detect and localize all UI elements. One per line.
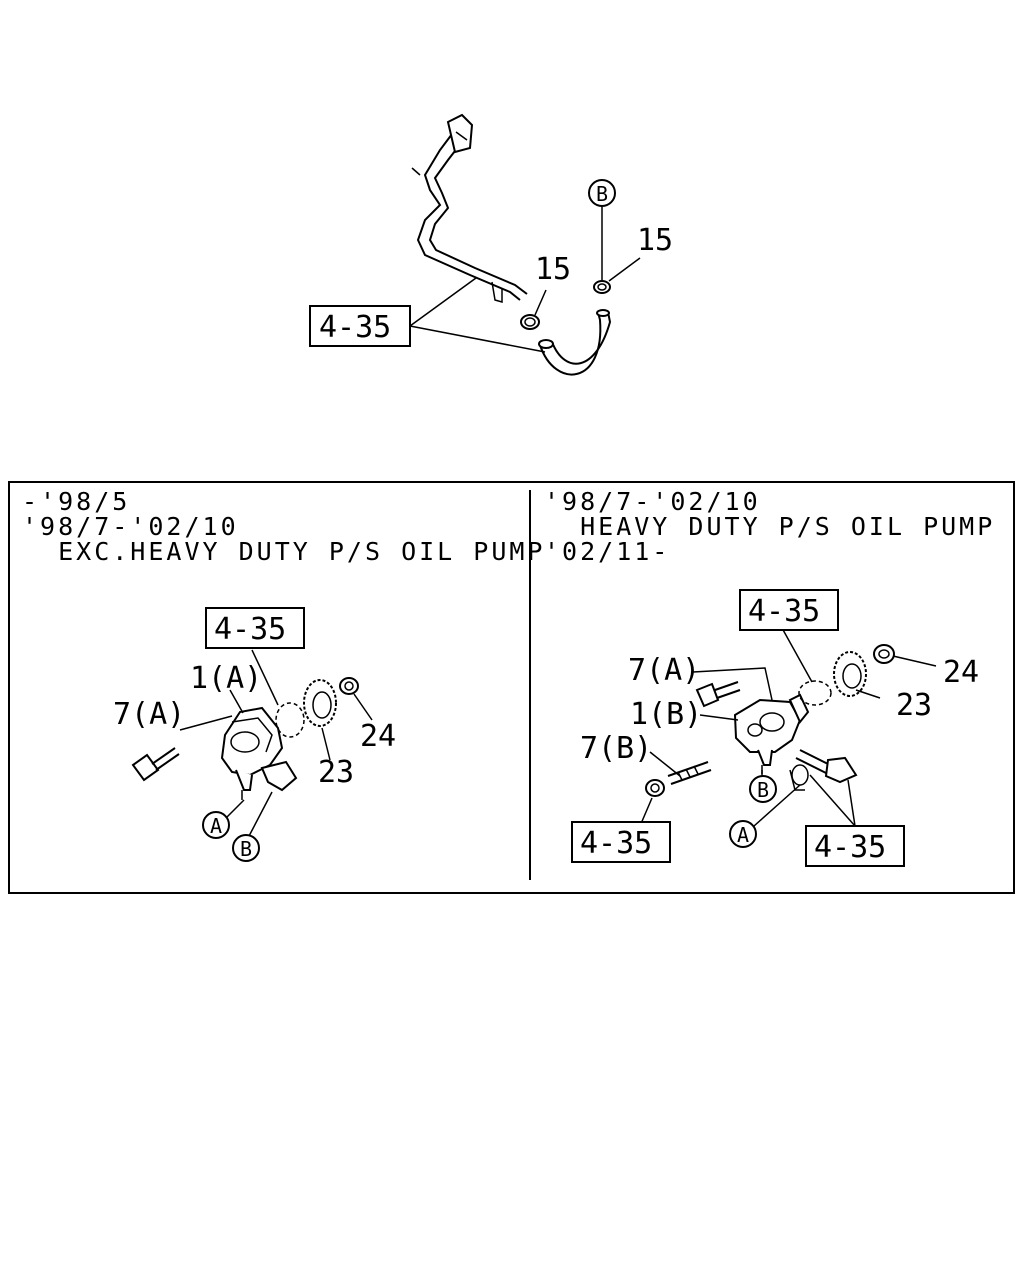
left-marker-b: B (232, 834, 260, 862)
left-ref-box[interactable]: 4-35 (205, 607, 305, 649)
left-label-1a: 1(A) (190, 661, 262, 696)
right-ref-top-text: 4-35 (748, 594, 820, 629)
right-caption-3: '02/11- (544, 537, 670, 566)
left-caption-3: EXC.HEAVY DUTY P/S OIL PUMP (22, 537, 546, 566)
right-label-1b: 1(B) (630, 697, 702, 732)
right-gear-23 (833, 651, 867, 697)
top-assembly: 4-35 15 15 B (309, 113, 673, 376)
left-label-23: 23 (318, 755, 354, 790)
return-pipe (411, 113, 528, 303)
clamp-left (520, 314, 540, 330)
right-ref-bl-text: 4-35 (580, 826, 652, 861)
right-panel: '98/7-'02/10 HEAVY DUTY P/S OIL PUMP '02… (544, 487, 995, 867)
left-caption-1: -'98/5 (22, 487, 130, 516)
right-ref-box-top[interactable]: 4-35 (739, 589, 839, 631)
right-stud-7b (667, 761, 712, 785)
left-gear-23 (303, 679, 337, 727)
right-nut-24 (873, 644, 895, 664)
right-o-ring (798, 680, 832, 706)
lower-frame (8, 481, 1015, 894)
right-nut (645, 779, 665, 797)
svg-text:B: B (596, 182, 608, 206)
right-pump-body (733, 693, 810, 774)
right-label-7b: 7(B) (580, 731, 652, 766)
left-caption-2: '98/7-'02/10 (22, 512, 239, 541)
right-ref-box-bottom-left[interactable]: 4-35 (571, 821, 671, 863)
top-ref-box[interactable]: 4-35 (309, 305, 411, 347)
right-caption-2: HEAVY DUTY P/S OIL PUMP (544, 512, 995, 541)
right-marker-a: A (729, 820, 757, 848)
clamp-right (593, 280, 611, 294)
hose (538, 309, 612, 376)
left-pump-body (220, 706, 298, 800)
left-panel: -'98/5 '98/7-'02/10 EXC.HEAVY DUTY P/S O… (22, 487, 546, 862)
left-nut-24 (339, 677, 359, 695)
left-marker-a: A (202, 811, 230, 839)
right-label-7a: 7(A) (628, 653, 700, 688)
right-label-23: 23 (896, 688, 932, 723)
top-ref-text: 4-35 (319, 310, 391, 345)
right-label-24: 24 (943, 655, 979, 690)
right-caption-1: '98/7-'02/10 (544, 487, 761, 516)
left-label-24: 24 (360, 719, 396, 754)
label-15-right: 15 (637, 223, 673, 258)
svg-text:B: B (240, 837, 252, 861)
left-o-ring (275, 702, 305, 738)
top-marker-b: B (588, 179, 616, 207)
left-ref-text: 4-35 (214, 612, 286, 647)
right-bolt-7a (695, 681, 741, 708)
svg-text:A: A (210, 814, 222, 838)
left-bolt-7a (131, 747, 180, 782)
svg-text:A: A (737, 823, 749, 847)
label-15-left: 15 (535, 252, 571, 287)
right-ref-box-bottom-right[interactable]: 4-35 (805, 825, 905, 867)
right-marker-b: B (749, 775, 777, 803)
left-label-7a: 7(A) (113, 697, 185, 732)
right-union-bolt (789, 749, 858, 791)
right-ref-br-text: 4-35 (814, 830, 886, 865)
svg-text:B: B (757, 778, 769, 802)
